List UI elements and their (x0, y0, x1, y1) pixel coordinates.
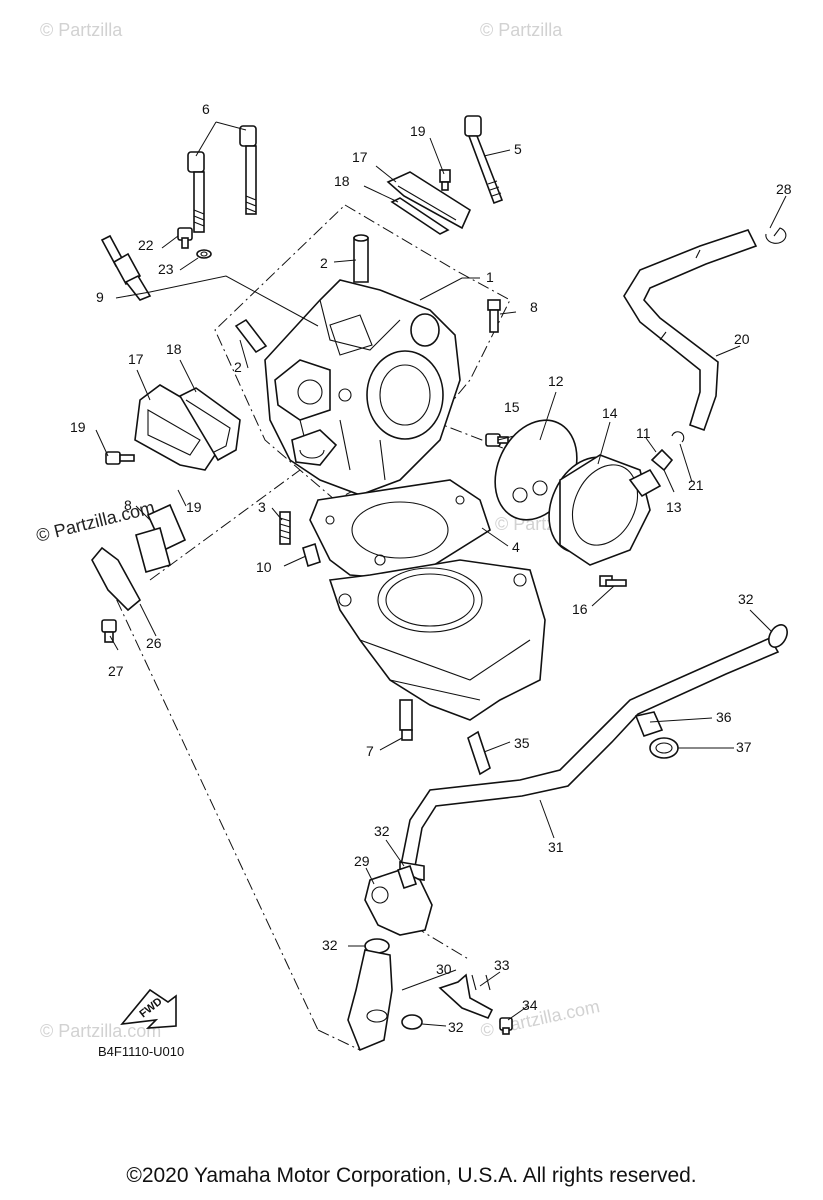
leader-lines (95, 121, 787, 1027)
dowel-10 (302, 542, 321, 568)
callout-32: 32 (738, 591, 754, 607)
hose-31 (399, 636, 780, 873)
callout-18: 18 (334, 173, 350, 189)
bracket-8 (135, 503, 187, 573)
bolt-8-right (487, 299, 501, 333)
bolt-15 (485, 433, 509, 447)
callout-32: 32 (448, 1019, 464, 1035)
bolt-22 (177, 227, 193, 249)
gasket-18-top (390, 197, 450, 235)
callout-1: 1 (486, 269, 494, 285)
cylinder-block (328, 559, 546, 721)
gasket-18-left (178, 387, 241, 462)
watermark-bottom-left: © Partzilla.com (40, 1021, 161, 1041)
callout-8: 8 (530, 299, 538, 315)
callout-9: 9 (96, 289, 104, 305)
callout-32: 32 (374, 823, 390, 839)
callout-29: 29 (354, 853, 370, 869)
reed-valve-29 (364, 864, 433, 936)
watermark-top-right: © Partzilla (480, 20, 563, 40)
callout-19: 19 (70, 419, 86, 435)
watermark-top-left: © Partzilla (40, 20, 123, 40)
watermark-bottom-right: © Partzilla.com (479, 996, 602, 1041)
hose-20 (623, 229, 758, 432)
stud-bolt-7 (399, 699, 413, 741)
cylinder-head-bolt-5 (464, 115, 504, 205)
callout-31: 31 (548, 839, 564, 855)
clamp-32-bottom (401, 1014, 423, 1030)
screw-19-top (439, 169, 451, 191)
bracket-33 (438, 973, 494, 1020)
copyright-notice: ©2020 Yamaha Motor Corporation, U.S.A. A… (126, 1164, 697, 1187)
callout-7: 7 (366, 743, 374, 759)
callout-3: 3 (258, 499, 266, 515)
clip-21 (671, 431, 685, 443)
cylinder-head-bolt-6 (187, 125, 257, 233)
pipe-26 (91, 546, 142, 612)
cover-11 (559, 454, 662, 566)
callout-22: 22 (138, 237, 154, 253)
forward-direction-arrow: FWD (120, 988, 177, 1029)
callout-20: 20 (734, 331, 750, 347)
callout-19: 19 (410, 123, 426, 139)
clip-35 (467, 730, 491, 776)
callout-34: 34 (522, 997, 538, 1013)
clip-28 (765, 227, 787, 244)
clamp-32-top-right (768, 624, 788, 648)
valve-cover-17-left (134, 384, 226, 471)
callout-5: 5 (514, 141, 522, 157)
callout-21: 21 (688, 477, 704, 493)
screw-19-left (105, 451, 135, 465)
callout-26: 26 (146, 635, 162, 651)
washer-23 (196, 249, 212, 259)
callout-27: 27 (108, 663, 124, 679)
callout-6: 6 (202, 101, 210, 117)
callout-18: 18 (166, 341, 182, 357)
callout-2: 2 (320, 255, 328, 271)
stud-bolt-3 (279, 511, 291, 545)
callout-13: 13 (666, 499, 682, 515)
spark-plug-9 (100, 234, 152, 301)
clip-36 (634, 711, 664, 737)
diagram-code: B4F1110-U010 (98, 1044, 184, 1059)
callout-28: 28 (776, 181, 792, 197)
callout-36: 36 (716, 709, 732, 725)
hose-30 (347, 949, 393, 1052)
callout-35: 35 (514, 735, 530, 751)
dowel-pin-2 (234, 234, 369, 354)
callout-32: 32 (322, 937, 338, 953)
callout-numbers: 1 2 2 3 4 5 6 7 8 8 9 10 11 12 13 14 15 … (70, 101, 792, 1035)
callout-2: 2 (234, 359, 242, 375)
callout-10: 10 (256, 559, 272, 575)
callout-30: 30 (436, 961, 452, 977)
callout-11: 11 (636, 425, 651, 441)
bolt-34 (499, 1017, 513, 1035)
callout-37: 37 (736, 739, 752, 755)
callout-15: 15 (504, 399, 520, 415)
callout-19: 19 (186, 499, 202, 515)
callout-4: 4 (512, 539, 520, 555)
callout-23: 23 (158, 261, 174, 277)
callout-33: 33 (494, 957, 510, 973)
callout-17: 17 (352, 149, 368, 165)
callout-17: 17 (128, 351, 144, 367)
bolt-16 (599, 575, 627, 587)
fitting-13 (650, 448, 674, 472)
callout-14: 14 (602, 405, 618, 421)
bolt-27 (101, 619, 117, 643)
cylinder-head-1 (264, 279, 461, 496)
callout-16: 16 (572, 601, 588, 617)
callout-8: 8 (124, 497, 132, 513)
callout-12: 12 (548, 373, 564, 389)
valve-cover-17-top (386, 171, 472, 230)
clamp-37 (649, 737, 679, 759)
